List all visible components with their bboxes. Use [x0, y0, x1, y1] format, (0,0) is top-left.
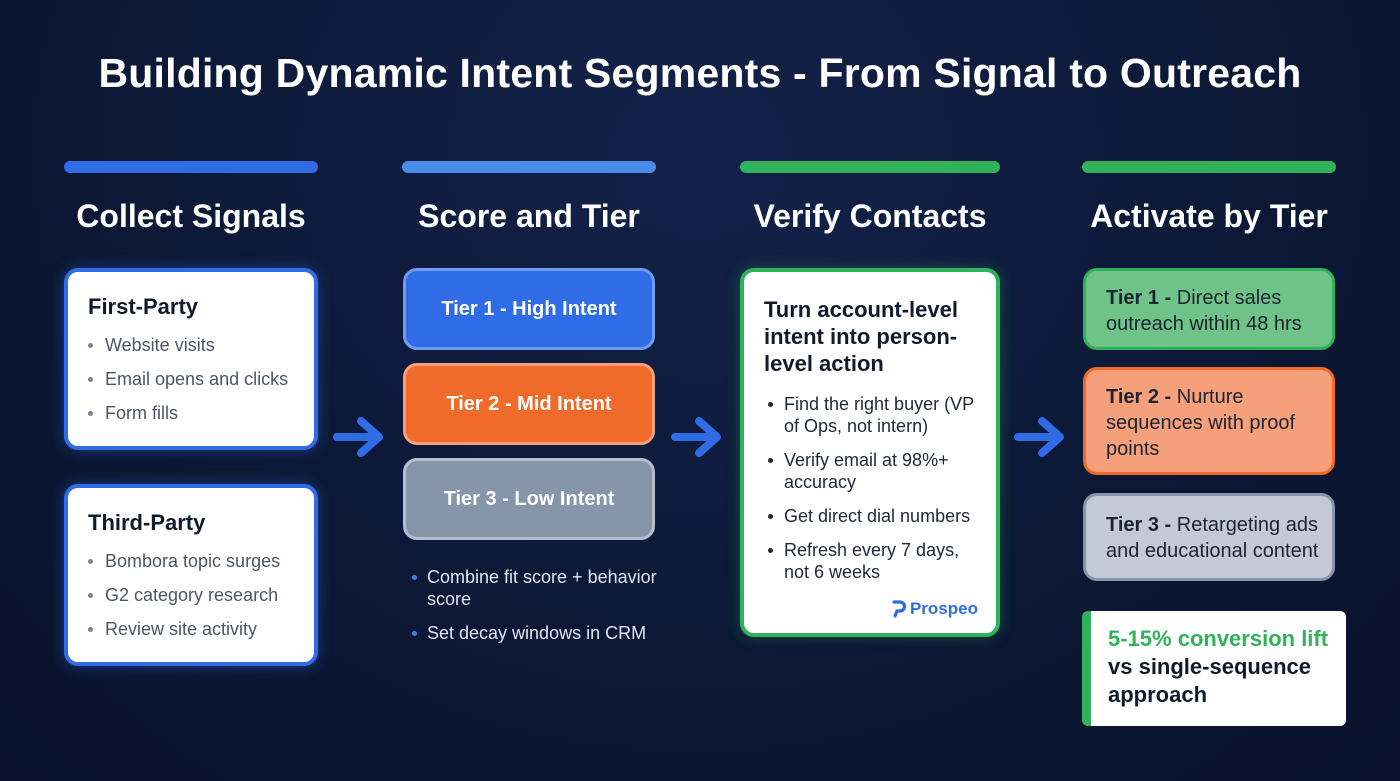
bar-score — [402, 161, 656, 173]
activate-tier-3-text: Retargeting ads and educational content — [1106, 514, 1319, 562]
activate-tier-3-label: Tier 3 - — [1106, 514, 1172, 536]
activate-tier-3: Tier 3 - Retargeting ads and educational… — [1083, 493, 1335, 581]
verify-title: Turn account-level intent into person-le… — [764, 297, 958, 376]
tier-2-mid-intent: Tier 2 - Mid Intent — [403, 363, 655, 445]
list-item: Email opens and clicks — [88, 368, 314, 390]
list-item: Review site activity — [88, 618, 314, 640]
tier-3-low-intent: Tier 3 - Low Intent — [403, 458, 655, 540]
conversion-lift-value: 5-15% conversion lift — [1108, 626, 1329, 651]
brand-label: Prospeo — [909, 599, 978, 618]
first-party-title: First-Party — [88, 294, 199, 319]
heading-verify-contacts: Verify Contacts — [753, 198, 987, 234]
heading-activate-by-tier: Activate by Tier — [1090, 198, 1328, 234]
score-notes: Combine fit score + behavior score Set d… — [410, 566, 670, 656]
arrow-right-icon — [671, 417, 721, 457]
arrow-right-icon — [1014, 417, 1064, 457]
verify-card: Turn account-level intent into person-le… — [740, 268, 1000, 637]
activate-tier-1-label: Tier 1 - — [1106, 287, 1172, 309]
bar-collect — [64, 161, 318, 173]
first-party-list: Website visits Email opens and clicks Fo… — [88, 334, 314, 424]
list-item: Form fills — [88, 402, 314, 424]
activate-tier-1: Tier 1 - Direct sales outreach within 48… — [1083, 268, 1335, 350]
tier-1-high-intent: Tier 1 - High Intent — [403, 268, 655, 350]
prospeo-brand: Prospeo — [892, 599, 978, 619]
prospeo-logo-icon — [892, 600, 906, 618]
list-item: Get direct dial numbers — [764, 505, 980, 527]
activate-tier-2-text: Nurture sequences with proof points — [1106, 386, 1296, 460]
heading-score-and-tier: Score and Tier — [418, 198, 640, 234]
first-party-card: First-Party Website visits Email opens a… — [64, 268, 318, 450]
list-item: Refresh every 7 days, not 6 weeks — [764, 539, 980, 583]
conversion-lift-comparison: vs single-sequence approach — [1108, 654, 1311, 707]
bar-verify — [740, 161, 1000, 173]
list-item: Combine fit score + behavior score — [410, 566, 670, 610]
third-party-title: Third-Party — [88, 510, 206, 535]
list-item: Bombora topic surges — [88, 550, 314, 572]
arrow-right-icon — [333, 417, 383, 457]
activate-tier-1-text: Direct sales outreach within 48 hrs — [1106, 287, 1302, 335]
third-party-card: Third-Party Bombora topic surges G2 cate… — [64, 484, 318, 666]
third-party-list: Bombora topic surges G2 category researc… — [88, 550, 314, 640]
verify-list: Find the right buyer (VP of Ops, not int… — [764, 393, 980, 583]
list-item: Find the right buyer (VP of Ops, not int… — [764, 393, 980, 437]
list-item: Website visits — [88, 334, 314, 356]
list-item: Verify email at 98%+ accuracy — [764, 449, 980, 493]
bar-activate — [1082, 161, 1336, 173]
activate-tier-2-label: Tier 2 - — [1106, 386, 1172, 408]
conversion-lift-callout: 5-15% conversion lift vs single-sequence… — [1082, 611, 1346, 726]
activate-tier-2: Tier 2 - Nurture sequences with proof po… — [1083, 367, 1335, 475]
list-item: Set decay windows in CRM — [410, 622, 670, 644]
list-item: G2 category research — [88, 584, 314, 606]
page-title: Building Dynamic Intent Segments - From … — [98, 50, 1302, 96]
heading-collect-signals: Collect Signals — [76, 198, 306, 234]
